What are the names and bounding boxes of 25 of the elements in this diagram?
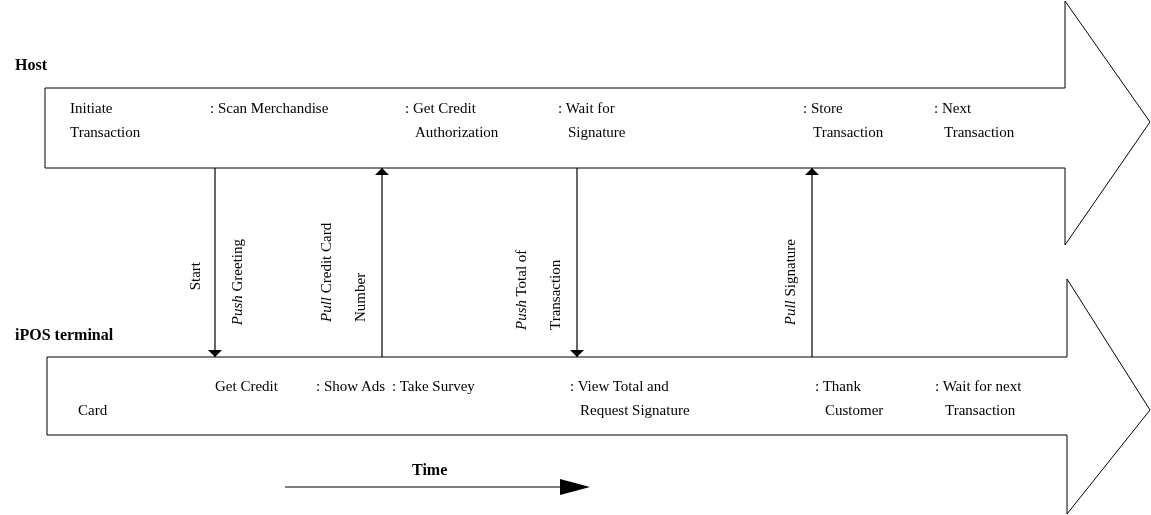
phase-text: : Thank Customer xyxy=(815,377,885,420)
edge-label: Pull Credit Card Number xyxy=(317,221,369,322)
arrow xyxy=(570,167,584,358)
phase-text: Get Credit xyxy=(215,377,279,396)
label-text: Start xyxy=(186,261,204,290)
phase-text: Initiate Transaction xyxy=(70,99,142,142)
axis-label: Time xyxy=(412,460,448,480)
phase-text: : Get Credit Authorization xyxy=(405,99,500,142)
lane-title: Host xyxy=(15,55,47,75)
arrow xyxy=(208,167,222,358)
edge-label: Pull Signature xyxy=(781,238,799,325)
phase-text: : Show Ads xyxy=(316,377,386,396)
edge-label: Push Greeting xyxy=(228,238,246,325)
phase-text: : Scan Merchandise xyxy=(210,99,330,118)
phase-text: : Wait for Signature xyxy=(558,99,627,142)
phase-text: : Wait for next Transaction xyxy=(935,377,1023,420)
phase-text: : Store Transaction xyxy=(803,99,885,142)
arrow xyxy=(375,167,389,358)
phase-text: : View Total and Request Signature xyxy=(570,377,691,420)
lane-title: iPOS terminal xyxy=(15,325,114,345)
arrow xyxy=(805,167,819,358)
phase-text: : Take Survey xyxy=(392,377,476,396)
edge-label: Push Total of Transaction xyxy=(512,248,564,330)
phase-text: : Next Transaction xyxy=(934,99,1016,142)
phase-text: Card xyxy=(78,401,109,420)
